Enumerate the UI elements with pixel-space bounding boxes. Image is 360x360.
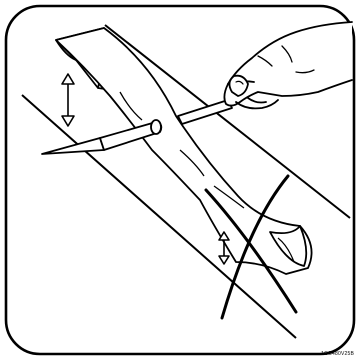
hand bbox=[224, 22, 352, 108]
figure-code: 1CG480V25B bbox=[321, 352, 354, 357]
up-down-arrow-icon bbox=[62, 74, 74, 126]
